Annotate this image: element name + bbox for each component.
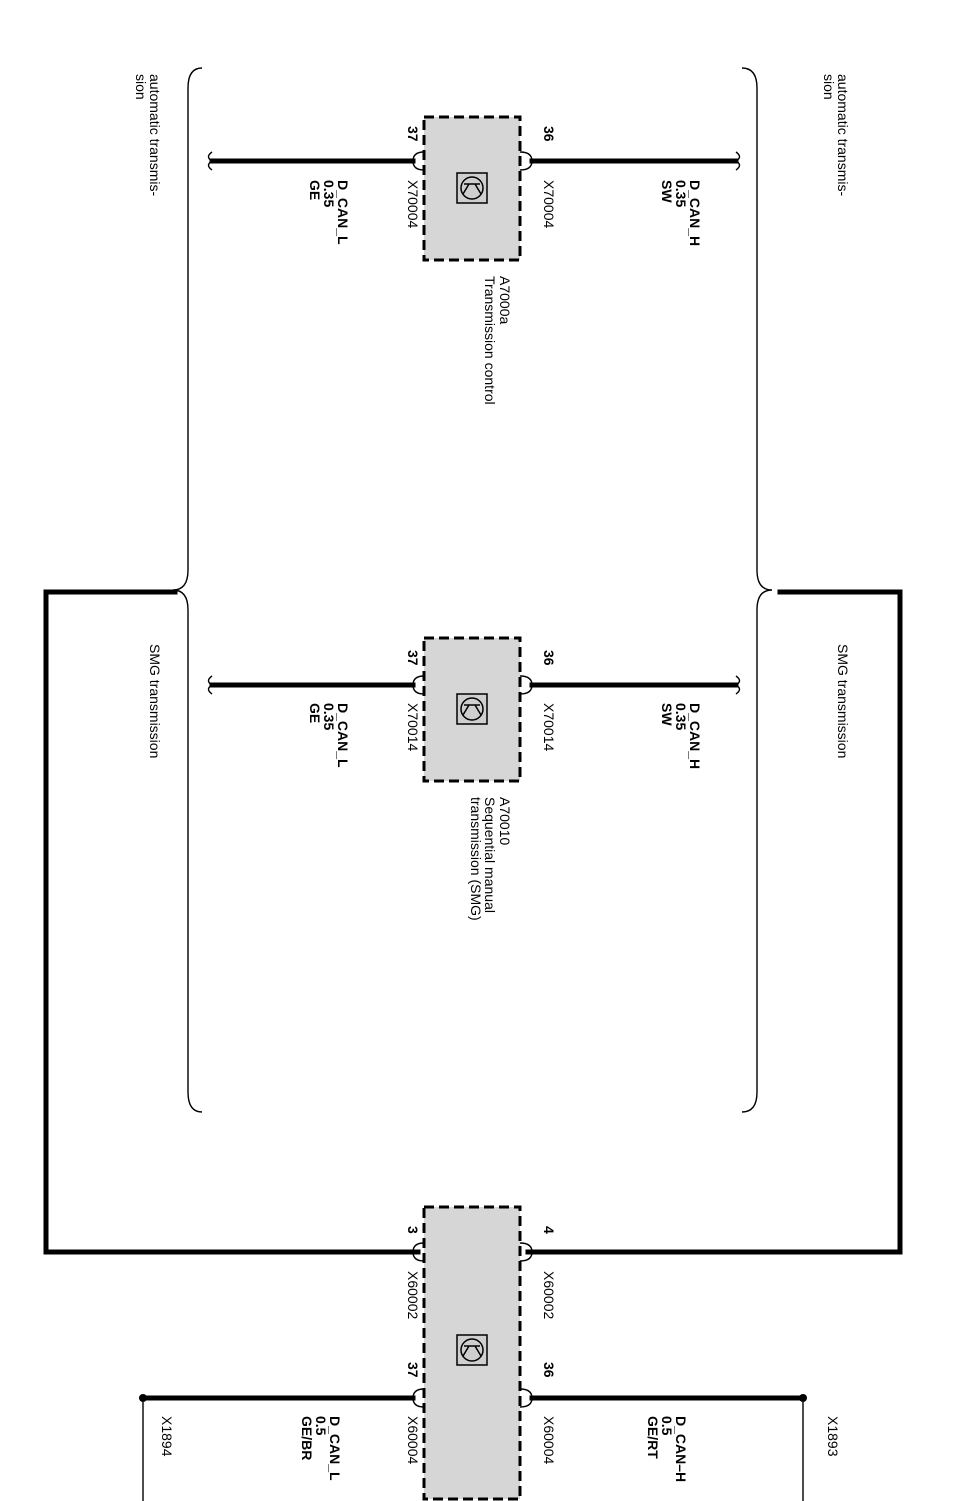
wire-end-a7000a-l [207,151,214,171]
wire-label-gateway-l: D_CAN_L 0.5 GE/BR [299,1416,343,1484]
wire-can-h-outer [525,589,903,1255]
module-label-a70010: A70010 Sequential manual transmission (S… [468,797,513,921]
wire-label-a7000a-l: D_CAN_L 0.35 GE [307,180,351,248]
splice-x1894-dot [139,1394,147,1402]
connector-label-gateway-h1: X60002 [541,1271,557,1319]
wire-end-a7000a-h [734,151,741,171]
pin-gateway-36: 36 [541,1362,557,1378]
connector-label-gateway-h2: X60004 [541,1416,557,1464]
module-gateway-icon [456,1334,488,1366]
wire-label-a70010-h: D_CAN_H 0.35 SW [659,703,703,773]
splice-x1893-dot [799,1394,807,1402]
connector-label-gateway-l1: X60002 [405,1271,421,1319]
splice-label-x1894: X1894 [159,1416,175,1457]
label-auto-left: automatic transmis- sion [133,74,163,200]
module-a7000a-icon [456,172,488,204]
label-smg-right: SMG transmission [835,644,851,758]
connector-a7000a-h [519,151,533,171]
wire-end-a70010-l [207,675,214,695]
pin-gateway-4: 4 [541,1226,557,1234]
pin-gateway-37: 37 [405,1362,421,1378]
connector-a70010-l [412,675,425,695]
bracket-right [741,67,773,1113]
wire-label-a70010-l: D_CAN_L 0.35 GE [307,703,351,771]
connector-gateway-pin4 [519,1242,533,1262]
pin-a7000a-37: 37 [405,126,421,142]
wire-label-gateway-h: D_CAN–H 0.5 GE/RT [645,1416,689,1486]
connector-label-a7000a-l: X70004 [405,180,421,228]
pin-gateway-3: 3 [405,1226,421,1234]
connector-label-a7000a-h: X70004 [541,180,557,228]
connector-gateway-pin36 [519,1388,533,1408]
module-label-a7000a: A7000a Transmission control [482,276,513,405]
pin-a70010-37: 37 [405,650,421,666]
connector-label-a70010-l: X70014 [405,703,421,751]
wire-end-a70010-h [734,675,741,695]
connector-gateway-pin3 [412,1242,425,1262]
pin-a70010-36: 36 [541,650,557,666]
pin-a7000a-36: 36 [541,126,557,142]
connector-label-gateway-l2: X60004 [405,1416,421,1464]
connector-a70010-h [519,675,533,695]
label-smg-left: SMG transmission [147,644,163,758]
connector-label-a70010-h: X70014 [541,703,557,751]
label-auto-right: automatic transmis- sion [821,74,851,200]
wire-can-l-outer [43,589,421,1255]
connector-gateway-pin37 [412,1388,425,1408]
connector-a7000a-l [412,151,425,171]
module-a70010-icon [456,693,488,725]
splice-label-x1893: X1893 [825,1416,841,1457]
wire-label-a7000a-h: D_CAN_H 0.35 SW [659,180,703,250]
